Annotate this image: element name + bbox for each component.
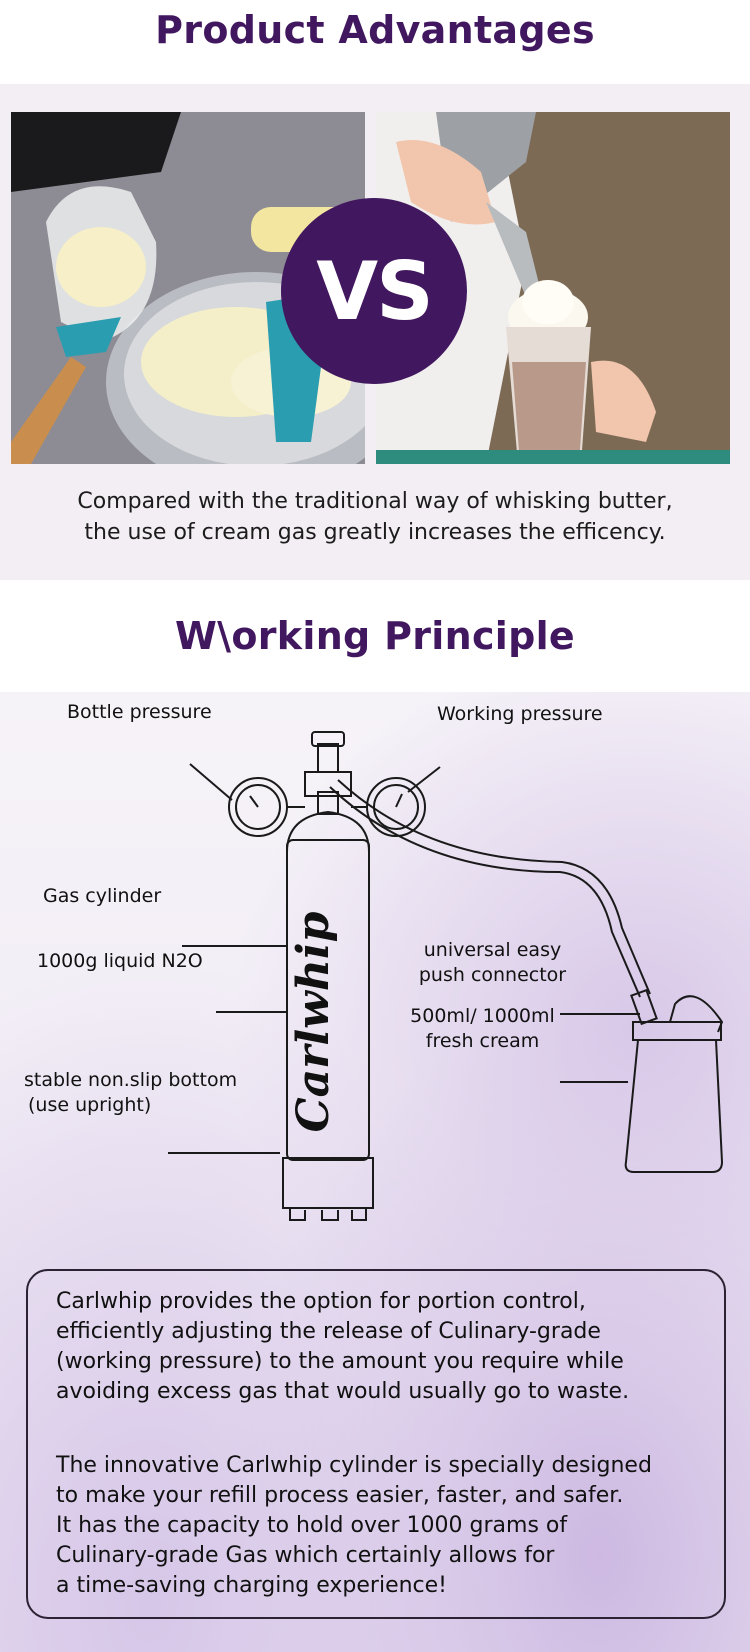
- label-connector-line1: universal easy: [423, 939, 562, 961]
- label-gas-cylinder: Gas cylinder: [43, 885, 162, 907]
- vs-label: VS: [316, 244, 434, 338]
- info-box: Carlwhip provides the option for portion…: [26, 1269, 726, 1619]
- vs-badge: VS: [281, 198, 467, 384]
- label-working-pressure: Working pressure: [437, 703, 603, 725]
- label-fresh-cream: 500ml/ 1000ml fresh cream: [400, 1004, 565, 1054]
- working-principle-title: W\orking Principle: [174, 614, 576, 658]
- label-connector-line2: push connector: [418, 964, 567, 986]
- caption-line-1: Compared with the traditional way of whi…: [77, 489, 673, 514]
- product-advantages-title: Product Advantages: [155, 8, 595, 52]
- label-fresh-cream-line1: 500ml/ 1000ml: [410, 1005, 555, 1027]
- label-connector: universal easy push connector: [410, 938, 575, 988]
- label-stable-bottom-line2: (use upright): [28, 1094, 152, 1116]
- brand-logo: Carlwhip: [288, 911, 339, 1132]
- working-principle-section: Carlwhip Bottle pressure Working pressur…: [0, 692, 750, 1652]
- info-paragraph-portion-control: Carlwhip provides the option for portion…: [56, 1289, 630, 1404]
- advantages-caption: Compared with the traditional way of whi…: [0, 486, 750, 548]
- info-paragraph-cylinder-capacity: The innovative Carlwhip cylinder is spec…: [56, 1453, 652, 1598]
- cream-gas-photo: [376, 112, 730, 464]
- label-liquid-n2o: 1000g liquid N2O: [37, 950, 203, 972]
- caption-line-2: the use of cream gas greatly increases t…: [84, 520, 666, 545]
- label-fresh-cream-line2: fresh cream: [425, 1030, 540, 1052]
- label-stable-bottom: stable non.slip bottom (use upright): [24, 1068, 237, 1118]
- cylinder-diagram: Carlwhip: [168, 731, 724, 1221]
- label-bottle-pressure: Bottle pressure: [67, 701, 212, 723]
- label-stable-bottom-line1: stable non.slip bottom: [24, 1069, 238, 1091]
- advantages-section: VS Compared with the traditional way of …: [0, 84, 750, 580]
